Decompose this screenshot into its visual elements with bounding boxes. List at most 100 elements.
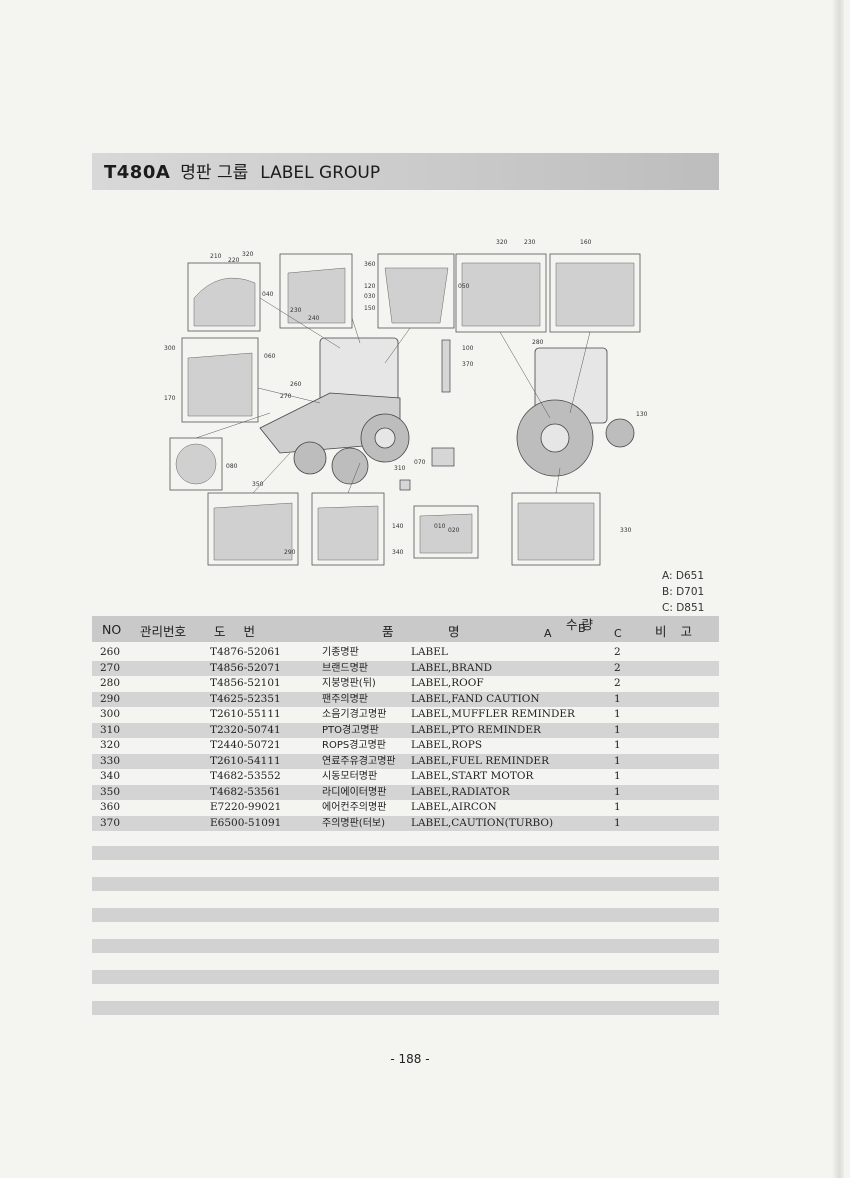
row-name-en: LABEL,AIRCON bbox=[411, 801, 497, 813]
inset-roof-box bbox=[187, 262, 261, 332]
svg-text:340: 340 bbox=[392, 549, 404, 556]
svg-text:350: 350 bbox=[252, 481, 264, 488]
row-name-en: LABEL,MUFFLER REMINDER bbox=[411, 708, 575, 720]
svg-text:070: 070 bbox=[414, 459, 426, 466]
row-no: 270 bbox=[100, 661, 121, 674]
row-qty: 2 bbox=[614, 661, 621, 674]
svg-text:210: 210 bbox=[210, 253, 222, 260]
inset-rear-box bbox=[455, 253, 547, 333]
header-qty-b: B bbox=[578, 622, 586, 635]
header-item-name-2: 명 bbox=[448, 624, 460, 639]
row-drawing-no: T4625-52351 bbox=[210, 692, 281, 705]
row-qty: 1 bbox=[614, 692, 621, 705]
inset-window-box bbox=[377, 253, 455, 329]
row-qty: 1 bbox=[614, 785, 621, 798]
svg-text:020: 020 bbox=[448, 527, 460, 534]
svg-text:320: 320 bbox=[242, 251, 254, 258]
empty-row-band bbox=[92, 1001, 719, 1015]
svg-text:220: 220 bbox=[228, 257, 240, 264]
table-row: 290 T4625-52351 팬주의명판 LABEL,FAND CAUTION 1 bbox=[92, 691, 719, 707]
header-qty-c: C bbox=[614, 627, 622, 640]
svg-text:270: 270 bbox=[280, 393, 292, 400]
row-name-en: LABEL,FAND CAUTION bbox=[411, 692, 540, 705]
header-qty-a: A bbox=[544, 627, 552, 640]
empty-row-band bbox=[92, 846, 719, 860]
row-drawing-no: T4682-53552 bbox=[210, 770, 281, 782]
row-drawing-no: T4856-52101 bbox=[210, 677, 281, 689]
inset-fender-box bbox=[549, 253, 641, 333]
row-name-kr: 팬주의명판 bbox=[322, 693, 368, 705]
empty-row-band bbox=[92, 908, 719, 922]
row-drawing-no: T4682-53561 bbox=[210, 785, 281, 798]
row-name-en: LABEL,ROPS bbox=[411, 739, 483, 751]
empty-row-band bbox=[92, 939, 719, 953]
svg-text:080: 080 bbox=[226, 463, 238, 470]
svg-text:040: 040 bbox=[262, 291, 274, 298]
row-name-en: LABEL bbox=[411, 646, 448, 658]
svg-text:280: 280 bbox=[532, 339, 544, 346]
empty-row-band bbox=[92, 877, 719, 891]
row-qty: 1 bbox=[614, 754, 621, 767]
row-name-kr: 에어컨주의명판 bbox=[322, 802, 387, 813]
row-drawing-no: T4856-52071 bbox=[210, 661, 281, 674]
row-name-en: LABEL,BRAND bbox=[411, 661, 493, 674]
row-name-kr: 라디에이터명판 bbox=[322, 786, 387, 798]
svg-text:330: 330 bbox=[620, 527, 632, 534]
svg-text:050: 050 bbox=[458, 283, 470, 290]
row-name-kr: 연료주유경고명판 bbox=[322, 755, 396, 767]
header-qty: 수 량 bbox=[566, 617, 593, 632]
header-remarks: 비 고 bbox=[655, 624, 692, 639]
empty-row-band bbox=[92, 970, 719, 984]
row-drawing-no: E7220-99021 bbox=[210, 801, 282, 813]
svg-text:290: 290 bbox=[284, 549, 296, 556]
inset-dash-box bbox=[181, 337, 259, 423]
row-drawing-no: T2610-55111 bbox=[210, 708, 281, 720]
svg-text:310: 310 bbox=[394, 465, 406, 472]
row-name-kr: 기종명판 bbox=[322, 647, 359, 658]
row-no: 290 bbox=[100, 692, 121, 705]
row-qty: 1 bbox=[614, 801, 621, 813]
row-qty: 1 bbox=[614, 770, 621, 782]
row-qty: 1 bbox=[614, 739, 621, 751]
row-drawing-no: T2320-50741 bbox=[210, 723, 281, 736]
row-drawing-no: T4876-52061 bbox=[210, 646, 281, 658]
row-qty: 1 bbox=[614, 708, 621, 720]
page-edge-shadow bbox=[832, 0, 844, 1178]
svg-text:160: 160 bbox=[580, 239, 592, 246]
svg-text:030: 030 bbox=[364, 293, 376, 300]
page-number: - 188 - bbox=[390, 1052, 430, 1066]
empty-table-rows bbox=[92, 846, 719, 1032]
svg-text:010: 010 bbox=[434, 523, 446, 530]
row-no: 280 bbox=[100, 677, 121, 689]
svg-text:230: 230 bbox=[290, 307, 302, 314]
row-name-en: LABEL,FUEL REMINDER bbox=[411, 754, 550, 767]
legend-a: A: D651 bbox=[662, 570, 704, 582]
svg-text:240: 240 bbox=[308, 315, 320, 322]
svg-text:140: 140 bbox=[392, 523, 404, 530]
legend-c: C: D851 bbox=[662, 602, 705, 614]
svg-text:360: 360 bbox=[364, 261, 376, 268]
header-item-name-1: 품 bbox=[382, 624, 394, 639]
svg-text:230: 230 bbox=[524, 239, 536, 246]
row-name-en: LABEL,RADIATOR bbox=[411, 785, 510, 798]
row-qty: 1 bbox=[614, 723, 621, 736]
svg-text:100: 100 bbox=[462, 345, 474, 352]
title-korean: 명판 그룹 bbox=[180, 163, 249, 183]
row-qty: 1 bbox=[614, 816, 621, 829]
row-name-en: LABEL,CAUTION(TURBO) bbox=[411, 816, 554, 829]
row-no: 320 bbox=[100, 739, 121, 751]
svg-text:260: 260 bbox=[290, 381, 302, 388]
row-name-en: LABEL,START MOTOR bbox=[411, 770, 534, 782]
header-no: NO bbox=[102, 622, 122, 637]
parts-table-header: NO 관리번호 도 번 품 명 수 량 A B C 비 고 bbox=[92, 616, 719, 642]
